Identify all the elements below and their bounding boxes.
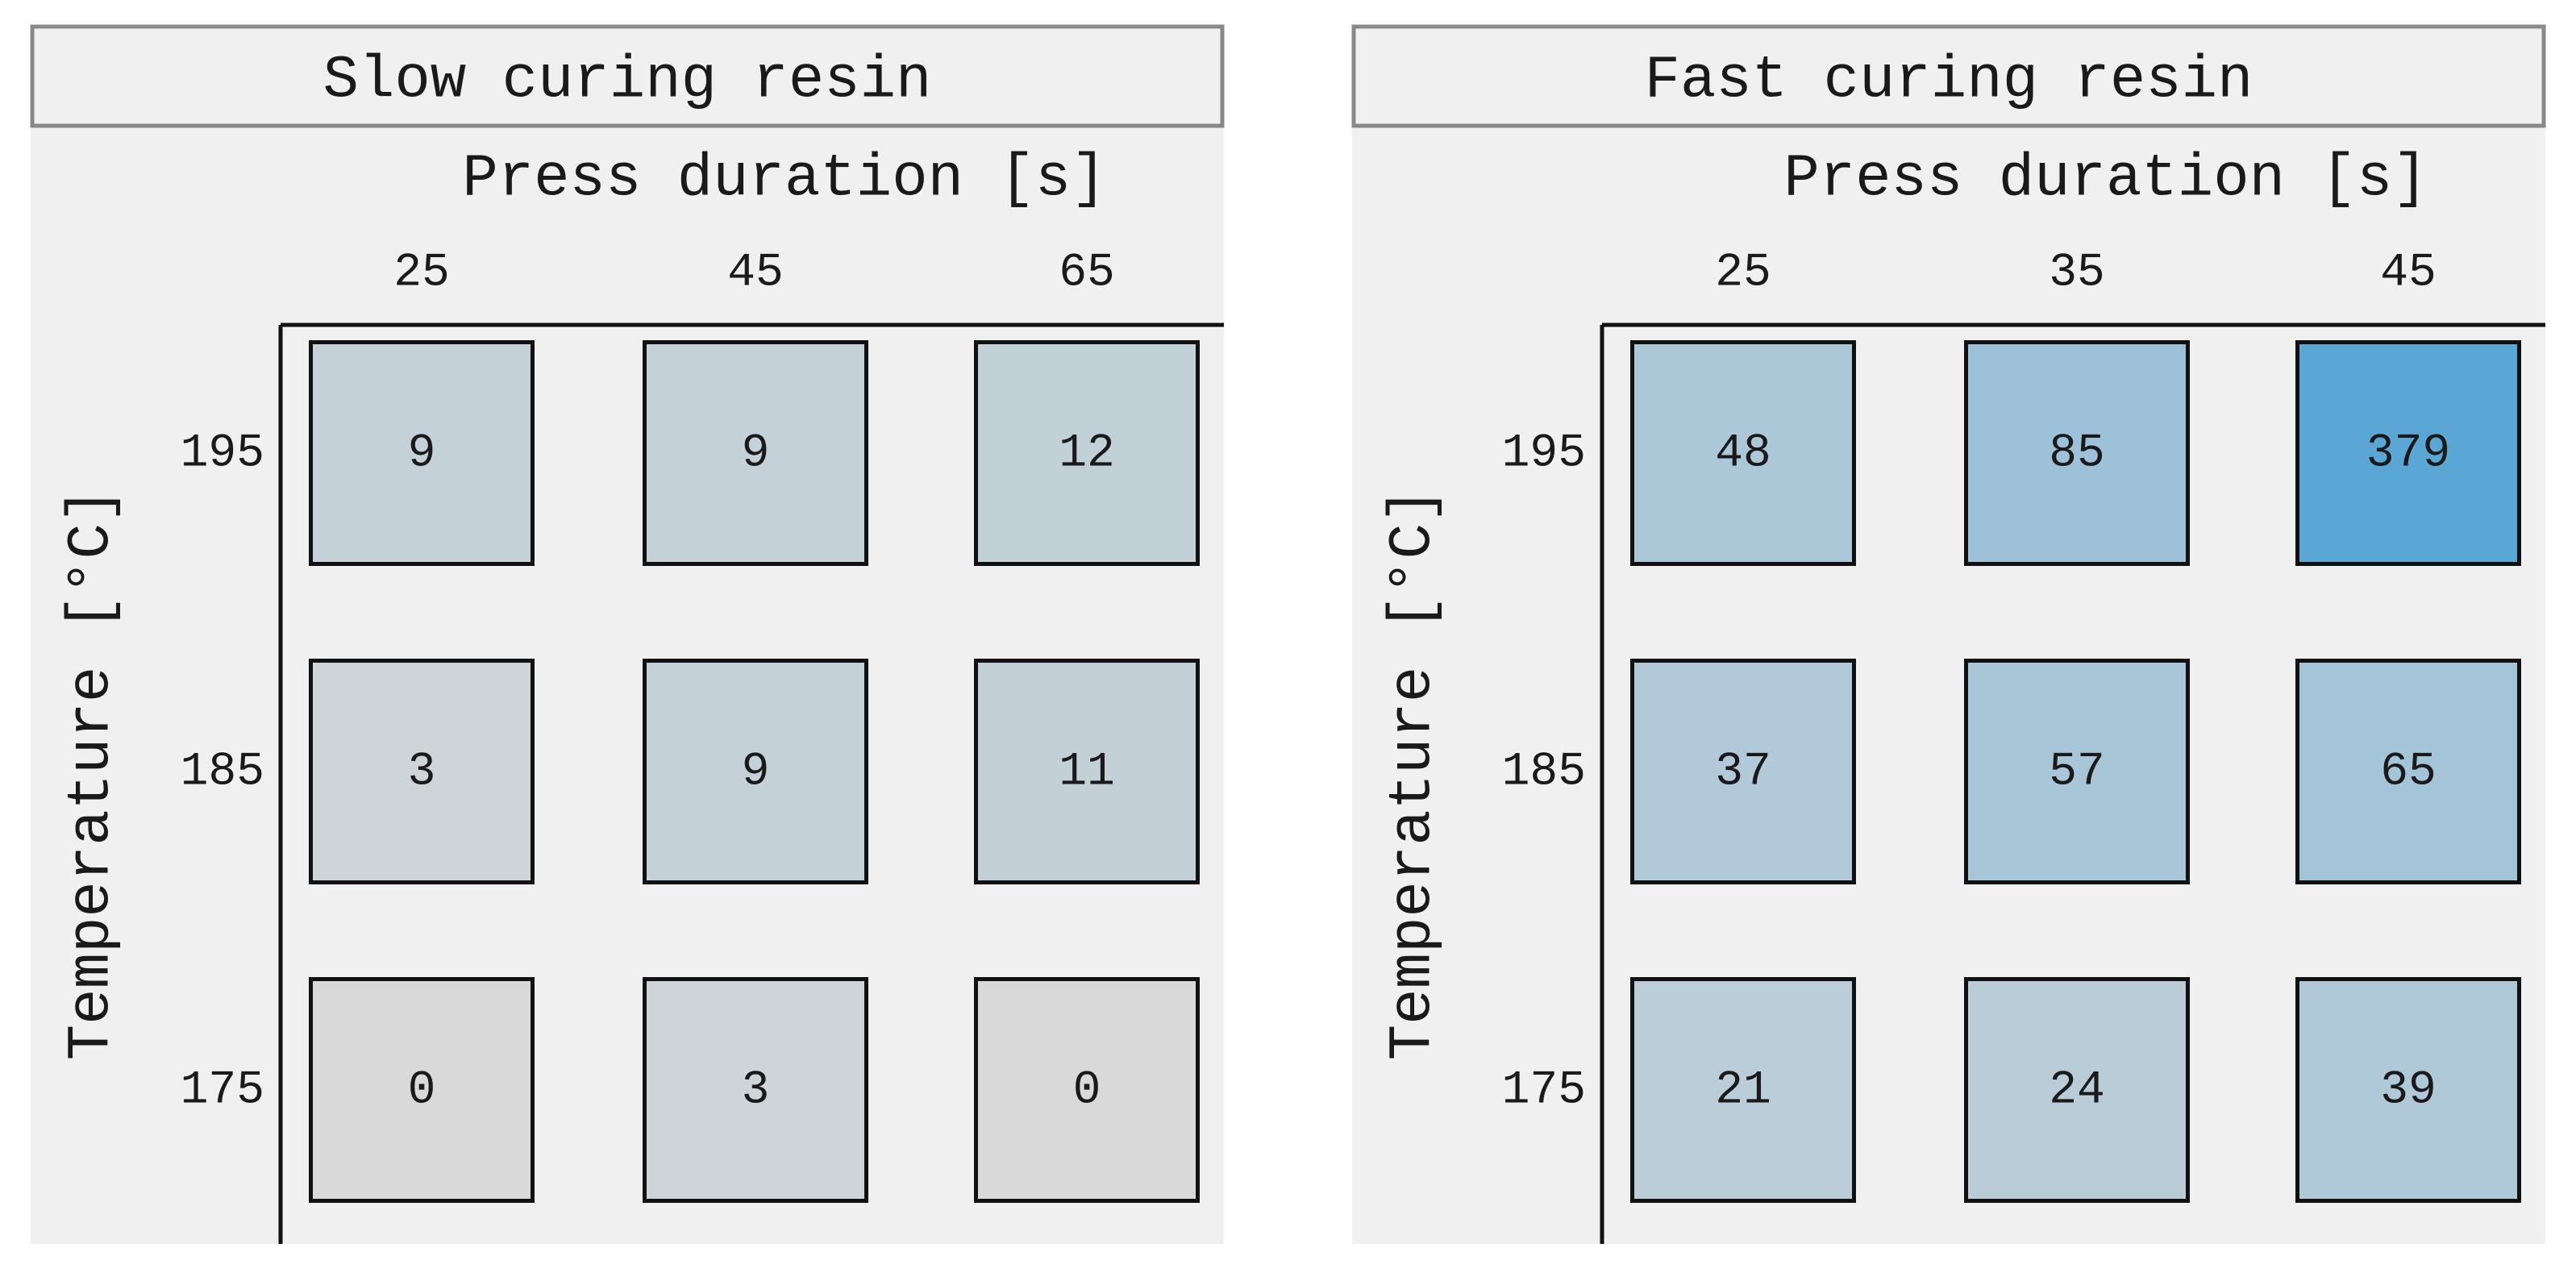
cell-value-label: 21 bbox=[1715, 1064, 1771, 1117]
cell-value-label: 85 bbox=[2049, 427, 2105, 480]
x-tick-label: 45 bbox=[2380, 247, 2437, 299]
heatmap-cell bbox=[643, 659, 868, 884]
cell-value-label: 9 bbox=[742, 746, 770, 798]
panel-header bbox=[30, 24, 1225, 128]
y-tick-label: 175 bbox=[181, 1064, 264, 1117]
cell-value-label: 24 bbox=[2049, 1064, 2105, 1117]
heatmap-cell bbox=[1964, 977, 2190, 1203]
heatmap-cell bbox=[643, 340, 868, 566]
cell-value-label: 9 bbox=[408, 427, 436, 480]
heatmap-cell bbox=[2295, 340, 2521, 566]
heatmap-cell bbox=[643, 977, 868, 1203]
panel-title: Slow curing resin bbox=[323, 48, 932, 115]
cell-value-label: 65 bbox=[2380, 746, 2437, 798]
x-axis-label: Press duration [s] bbox=[1783, 146, 2428, 214]
heatmap-cell bbox=[974, 659, 1200, 884]
y-tick-label: 185 bbox=[1502, 746, 1586, 798]
heatmap-cell bbox=[2295, 977, 2521, 1203]
cell-value-label: 0 bbox=[1073, 1064, 1101, 1117]
x-tick-label: 45 bbox=[727, 247, 784, 299]
cell-value-label: 37 bbox=[1715, 746, 1771, 798]
y-axis-label: Temperature [°C] bbox=[59, 488, 127, 1061]
cell-value-label: 57 bbox=[2049, 746, 2105, 798]
heatmap-cell bbox=[1630, 659, 1856, 884]
y-axis-label: Temperature [°C] bbox=[1380, 488, 1448, 1061]
panel-header bbox=[1351, 24, 2546, 128]
x-tick-label: 65 bbox=[1059, 247, 1115, 299]
cell-value-label: 9 bbox=[742, 427, 770, 480]
y-tick-label: 195 bbox=[181, 427, 264, 480]
heatmap-cell bbox=[1630, 340, 1856, 566]
cell-value-label: 0 bbox=[408, 1064, 436, 1117]
heatmap-cell bbox=[1964, 659, 2190, 884]
cell-value-label: 3 bbox=[742, 1064, 770, 1117]
panel-title: Fast curing resin bbox=[1645, 48, 2253, 115]
x-tick-label: 25 bbox=[1715, 247, 1771, 299]
x-axis-label: Press duration [s] bbox=[462, 146, 1106, 214]
heatmap-cell bbox=[309, 977, 535, 1203]
heatmap-cell bbox=[1964, 340, 2190, 566]
heatmap-cell bbox=[974, 340, 1200, 566]
cell-value-label: 39 bbox=[2380, 1064, 2437, 1117]
heatmap-cell bbox=[974, 977, 1200, 1203]
x-tick-label: 35 bbox=[2049, 247, 2105, 299]
cell-value-label: 12 bbox=[1059, 427, 1115, 480]
y-tick-label: 185 bbox=[181, 746, 264, 798]
cell-value-label: 3 bbox=[408, 746, 436, 798]
heatmap-cell bbox=[309, 340, 535, 566]
y-tick-label: 175 bbox=[1502, 1064, 1586, 1117]
cell-value-label: 379 bbox=[2366, 427, 2450, 480]
x-tick-label: 25 bbox=[393, 247, 450, 299]
heatmap-cell bbox=[1630, 977, 1856, 1203]
cell-value-label: 48 bbox=[1715, 427, 1771, 480]
y-tick-label: 195 bbox=[1502, 427, 1586, 480]
heatmap-cell bbox=[309, 659, 535, 884]
cell-value-label: 11 bbox=[1059, 746, 1115, 798]
heatmap-cell bbox=[2295, 659, 2521, 884]
